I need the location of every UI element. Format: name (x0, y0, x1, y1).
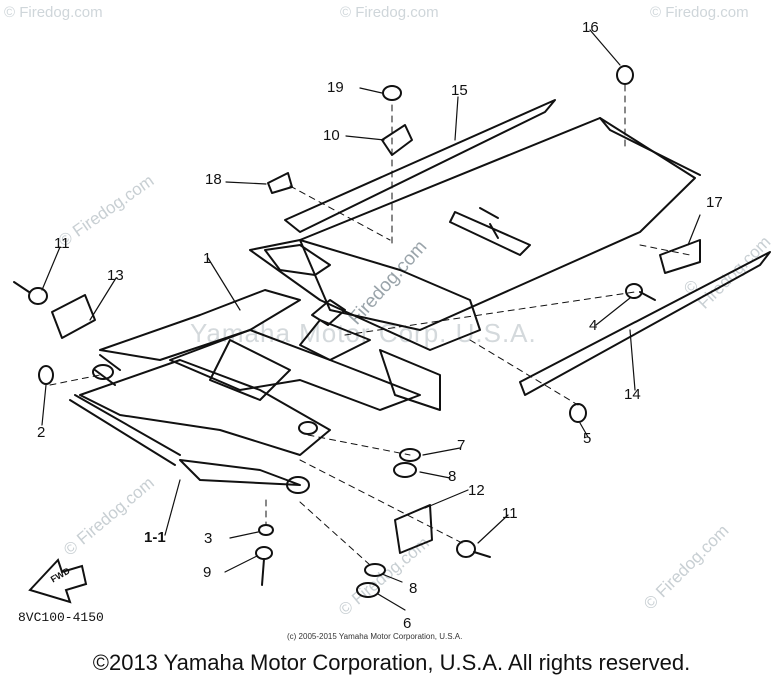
label-17 (659, 239, 701, 274)
callout-15: 15 (451, 82, 468, 99)
bracket-13 (51, 294, 96, 339)
watermark-top-right: © Firedog.com (650, 4, 749, 21)
callout-17: 17 (706, 194, 723, 211)
bracket-10 (381, 124, 413, 156)
callout-14: 14 (624, 386, 641, 403)
callout-4: 4 (589, 317, 598, 334)
callout-11-right: 11 (502, 505, 518, 522)
callout-13: 13 (107, 267, 124, 284)
frame-front-crossmember (99, 289, 301, 361)
callout-9: 9 (203, 564, 212, 581)
bracket-12 (394, 504, 433, 554)
frame-rear-box (379, 349, 441, 411)
rail-15 (284, 99, 556, 233)
grommet-6 (356, 582, 380, 598)
callout-19: 19 (327, 79, 344, 96)
frame-x-brace (209, 339, 291, 401)
callout-8-lower: 8 (409, 580, 418, 597)
diagram-code: 8VC100-4150 (18, 610, 104, 625)
nut-19 (382, 85, 402, 101)
tunnel-slot (449, 211, 531, 256)
callout-10: 10 (323, 127, 340, 144)
callout-6: 6 (403, 615, 412, 632)
callout-5: 5 (583, 430, 592, 447)
callout-7: 7 (457, 437, 466, 454)
grommet-7 (399, 448, 421, 462)
rivet-11a (28, 287, 48, 305)
fwd-arrow-icon (28, 558, 88, 604)
rail-14 (519, 251, 771, 396)
watermark-top-mid: © Firedog.com (340, 4, 439, 21)
washer-3 (258, 524, 274, 536)
callout-1: 1 (203, 250, 212, 267)
callout-3: 3 (204, 530, 213, 547)
callout-2: 2 (37, 424, 46, 441)
frame-lower-pan (79, 359, 331, 456)
small-copyright: (c) 2005-2015 Yamaha Motor Corporation, … (287, 632, 463, 641)
frame-mid-plate (169, 329, 421, 411)
cap-16 (616, 65, 634, 85)
frame-upper-bracket (264, 244, 331, 276)
front-mount-left (92, 364, 114, 380)
callout-12: 12 (468, 482, 485, 499)
cap-5 (569, 403, 587, 423)
callout-18: 18 (205, 171, 222, 188)
watermark-top-left: © Firedog.com (4, 4, 103, 21)
front-bumper (179, 459, 301, 486)
callout-1-1: 1-1 (144, 529, 166, 546)
tunnel-rear-edge (599, 117, 701, 176)
callout-16: 16 (582, 19, 599, 36)
frame-side (249, 239, 481, 351)
front-mount-right (286, 476, 310, 494)
grommet-8b (364, 563, 386, 577)
callout-11-left: 11 (54, 235, 70, 252)
rivet-11b (456, 540, 476, 558)
footer-copyright: ©2013 Yamaha Motor Corporation, U.S.A. A… (92, 650, 691, 675)
clip-18 (267, 172, 293, 194)
rivet-9 (255, 546, 273, 560)
cap-2 (38, 365, 54, 385)
bolt-4 (625, 283, 643, 299)
grommet-8a (393, 462, 417, 478)
callout-8-upper: 8 (448, 468, 457, 485)
